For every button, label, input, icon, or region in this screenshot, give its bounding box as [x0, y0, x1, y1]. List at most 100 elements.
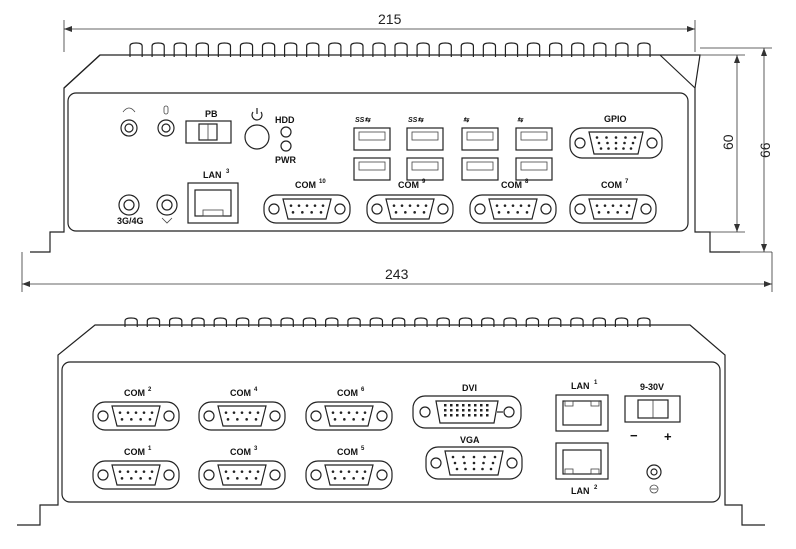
- dvi-label: DVI: [462, 383, 477, 393]
- lan1-sup: 1: [594, 380, 598, 386]
- com-sup: 10: [319, 179, 326, 185]
- usb-port: [461, 127, 499, 151]
- com-port: [198, 460, 286, 490]
- dimension-60-label: 60: [720, 134, 736, 150]
- pwr-led: PWR: [275, 140, 296, 165]
- heat-fin: [458, 317, 473, 327]
- com-port: [92, 460, 180, 490]
- com-label: COM: [230, 447, 251, 457]
- heat-fin: [391, 317, 406, 327]
- heat-fin: [239, 42, 254, 57]
- dimension-66-label: 66: [757, 142, 773, 158]
- com-sup: 5: [361, 446, 365, 452]
- usb-logo: ⇆: [463, 117, 470, 124]
- com-port: [569, 194, 657, 224]
- usb-logo: SS⇆: [355, 117, 371, 124]
- heat-fin: [570, 317, 584, 327]
- heat-fin: [614, 317, 629, 327]
- com-port: [92, 401, 180, 431]
- com-label: COM: [501, 180, 522, 190]
- com-sup: 3: [254, 446, 258, 452]
- com-label: COM: [230, 388, 251, 398]
- minus-label: −: [630, 428, 638, 443]
- heat-fin: [280, 317, 294, 327]
- usb-ports: SS⇆SS⇆⇆⇆: [353, 117, 553, 181]
- com-label: COM: [337, 447, 358, 457]
- dimension-243: 243: [21, 252, 773, 292]
- heat-fin: [328, 42, 342, 57]
- heat-fin: [394, 42, 408, 57]
- heat-fin: [637, 42, 651, 57]
- heat-fin: [217, 42, 232, 57]
- heat-fin: [482, 42, 497, 57]
- lan1-label: LAN: [571, 381, 590, 391]
- lan3-sup: 3: [226, 169, 230, 175]
- heat-fin: [306, 42, 320, 57]
- usb-port: [461, 157, 499, 181]
- heat-fin: [369, 317, 384, 327]
- com-sup: 2: [148, 387, 152, 393]
- com-sup: 1: [148, 446, 152, 452]
- hdd-led: HDD: [275, 115, 295, 138]
- heat-fin: [504, 42, 519, 57]
- heat-fin: [548, 42, 563, 57]
- vga-connector: [425, 446, 523, 480]
- usb-port: [515, 127, 553, 151]
- heat-fin: [168, 317, 183, 327]
- com-label: COM: [337, 388, 358, 398]
- plus-label: +: [664, 429, 672, 444]
- com-sup: 8: [525, 179, 529, 185]
- usb-logo: SS⇆: [408, 117, 424, 124]
- antenna-connector-1: 3G/4G: [117, 194, 144, 226]
- pwr-label: PWR: [275, 155, 296, 165]
- hdd-label: HDD: [275, 115, 295, 125]
- heat-fin: [350, 42, 364, 57]
- heat-fin: [481, 317, 495, 327]
- headphone-jack: [120, 107, 138, 137]
- com-port: [469, 194, 557, 224]
- heat-fin: [416, 42, 430, 57]
- heat-fin: [213, 317, 228, 327]
- heat-fin: [525, 317, 540, 327]
- heat-fin: [235, 317, 250, 327]
- heat-fin: [615, 42, 629, 57]
- dimension-66: 66: [700, 47, 773, 253]
- heat-fin: [261, 42, 276, 57]
- pb-label: PB: [205, 109, 218, 119]
- lan3-label: LAN: [203, 170, 222, 180]
- com-label: COM: [124, 447, 145, 457]
- heat-fin: [151, 42, 165, 57]
- lan2-sup: 2: [594, 485, 598, 491]
- lan2-port: LAN 2: [555, 442, 609, 496]
- ground-screw: [646, 464, 662, 494]
- power-label: 9-30V: [640, 382, 664, 392]
- heat-fin: [191, 317, 205, 327]
- heat-fin: [129, 42, 143, 57]
- heat-fin: [258, 317, 272, 327]
- heat-fin: [436, 317, 450, 327]
- com-port: [305, 401, 393, 431]
- usb-port: [515, 157, 553, 181]
- heat-fin: [503, 317, 517, 327]
- heat-fin: [173, 42, 187, 57]
- heat-fin: [593, 42, 607, 57]
- heat-fin: [124, 317, 138, 327]
- heat-fin: [526, 42, 541, 57]
- com-sup: 6: [361, 387, 365, 393]
- heat-fin: [592, 317, 606, 327]
- dvi-port: DVI: [412, 383, 522, 429]
- vga-port: VGA: [425, 435, 523, 480]
- usb-port: [406, 127, 444, 151]
- com-label: COM: [124, 388, 145, 398]
- heat-fin: [146, 317, 161, 327]
- heat-fin: [195, 42, 209, 57]
- com-sup: 9: [422, 179, 426, 185]
- com-port: [366, 194, 454, 224]
- rear-heat-fins: [124, 317, 651, 327]
- heat-fin: [325, 317, 339, 327]
- microphone-jack: [157, 105, 175, 137]
